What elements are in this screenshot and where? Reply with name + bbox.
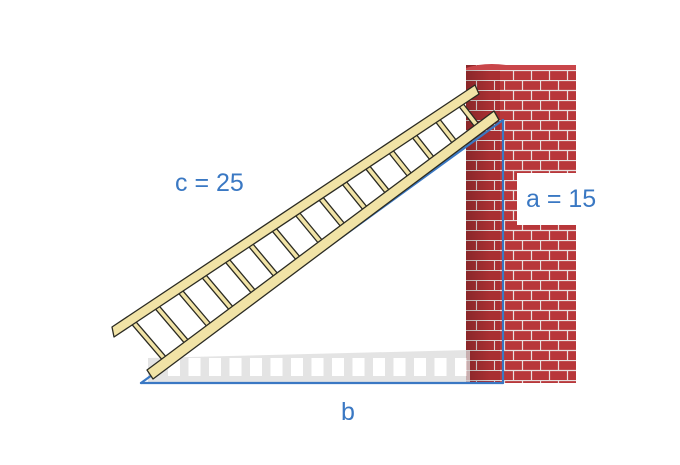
shadow-rung-gap <box>188 358 201 376</box>
wall-top-edge <box>466 64 576 70</box>
ladder-shadow <box>148 350 470 382</box>
shadow-rung-gap <box>373 358 385 376</box>
shadow-rung-gap <box>352 358 365 376</box>
label-b: b <box>341 398 355 426</box>
shadow-rung-gap <box>434 358 447 376</box>
shadow-rung-gap <box>270 358 283 376</box>
ladder-rungs <box>127 101 484 363</box>
ladder-rung <box>127 319 172 363</box>
shadow-rung-gap <box>455 358 467 376</box>
shadow-rung-gap <box>414 358 426 376</box>
shadow-rung-gap <box>229 358 242 376</box>
ladder-rung <box>150 303 194 347</box>
label-a-background <box>517 173 621 225</box>
shadow-rung-gap <box>393 358 406 376</box>
shadow-rung-gap <box>332 358 344 376</box>
ladder-rail-inner <box>146 110 500 380</box>
shadow-rung-gap <box>311 358 324 376</box>
ladder <box>111 84 500 380</box>
shadow-rung-gap <box>209 358 221 376</box>
label-c: c = 25 <box>175 169 244 197</box>
shadow-rung-gap <box>291 358 303 376</box>
wall-shading <box>466 65 506 383</box>
label-a: a = 15 <box>526 185 596 213</box>
ladder-rail-outer <box>111 84 480 338</box>
shadow-rung-gap <box>250 358 262 376</box>
ladder-rung <box>174 288 216 330</box>
